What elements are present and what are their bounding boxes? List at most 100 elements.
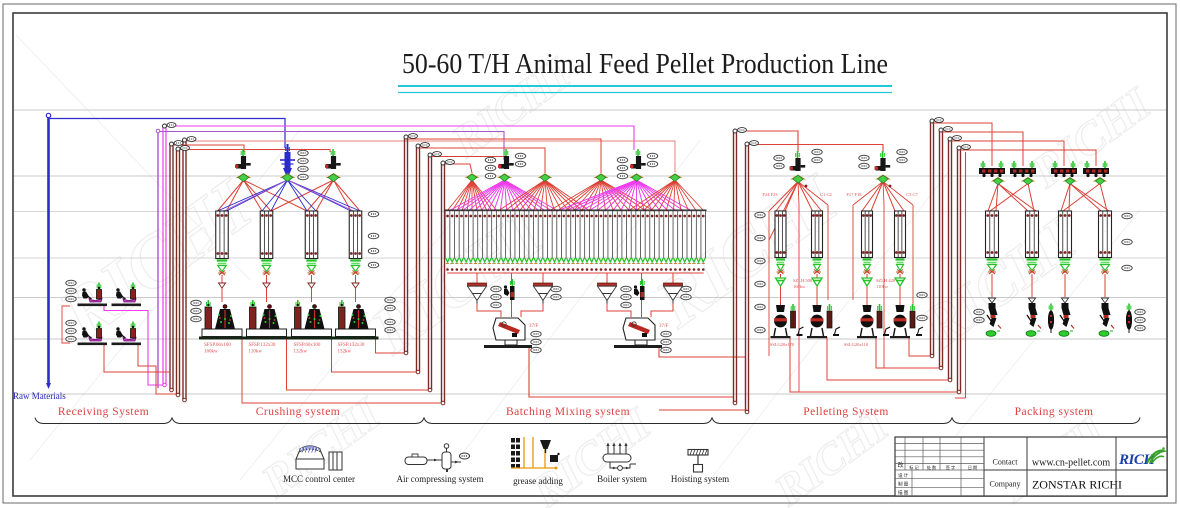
section-label: Receiving System	[58, 406, 149, 418]
machine-part	[120, 295, 126, 300]
section-label: Batching Mixing system	[506, 406, 630, 418]
machine-part	[593, 257, 599, 264]
machine-part	[618, 268, 621, 271]
watermark-text: RICHI	[251, 387, 391, 508]
crushing-mill-power-label: 132kw	[294, 350, 308, 355]
revision-header-cell: 标 记	[909, 464, 919, 471]
revision-header-cell: 签 字	[946, 464, 955, 470]
machine-part	[201, 328, 243, 337]
pipe-segment	[544, 179, 556, 212]
legend-icon-part	[511, 464, 515, 469]
pipe-segment	[540, 179, 546, 212]
pipe-segment	[636, 179, 693, 212]
pipe-segment	[636, 179, 669, 212]
machine-part	[237, 173, 250, 183]
legend-icon-part	[295, 458, 325, 470]
pipe-segment	[455, 179, 505, 212]
machine-part	[204, 306, 212, 330]
machine-part	[511, 214, 514, 218]
pelleting-distributor-label: C5 C7	[906, 192, 918, 197]
machine-part	[362, 319, 365, 321]
machine-part	[427, 152, 433, 158]
legend-icon-part	[404, 456, 428, 465]
pipe-segment	[861, 181, 884, 212]
machine-part	[1013, 173, 1017, 178]
pipe-segment	[600, 179, 623, 212]
legend-label: Hoisting system	[671, 474, 729, 484]
pipe-segment	[286, 336, 428, 391]
legend-icon-part	[626, 466, 630, 470]
machine-part	[220, 252, 224, 255]
machine-part	[262, 314, 265, 316]
pipe-segment	[658, 348, 747, 403]
machine-part	[326, 164, 332, 169]
machine-part	[632, 268, 635, 271]
machine-part	[1028, 303, 1036, 308]
machine-part	[1028, 269, 1036, 275]
machine-part	[502, 268, 505, 271]
machine-part	[821, 327, 825, 337]
pipe-segment	[600, 179, 631, 212]
machine-part	[317, 322, 320, 324]
machine-part	[327, 173, 340, 183]
machine-part	[207, 303, 210, 307]
border-line	[2, 3, 1177, 504]
machine-part	[1021, 173, 1025, 178]
titleblock-part	[1151, 455, 1165, 464]
machine-part	[1067, 214, 1071, 217]
machine-part	[796, 326, 804, 337]
machine-part	[988, 303, 996, 308]
pipe-segment	[137, 345, 177, 395]
machine-part: .	[355, 228, 356, 233]
machine-part	[1047, 310, 1055, 330]
machine-part	[539, 173, 551, 182]
machine-part	[779, 214, 782, 217]
machine-part	[990, 251, 994, 254]
machine-part	[1104, 169, 1108, 173]
pipe-segment	[46, 383, 51, 389]
machine-part	[604, 268, 607, 271]
machine-part	[1063, 315, 1069, 318]
machine-part	[581, 268, 584, 271]
pipe-segment	[287, 179, 317, 212]
machine-part	[1024, 210, 1040, 259]
machine-part	[779, 251, 782, 254]
machine-part	[862, 305, 872, 312]
machine-part	[581, 214, 584, 218]
legend-icon-part	[516, 451, 520, 456]
machine-part	[579, 257, 585, 264]
machine-part	[994, 214, 998, 217]
pipe-segment	[471, 179, 478, 212]
machine-part	[603, 257, 609, 264]
legend-icon-part	[455, 460, 459, 464]
machine-part	[305, 214, 309, 217]
conditioner-label: SZLH.420	[876, 278, 896, 283]
machine-part	[515, 268, 519, 271]
machine-part	[504, 288, 510, 296]
machine-part	[306, 264, 317, 273]
machine-part	[1083, 168, 1109, 174]
machine-part	[215, 210, 229, 260]
machine-part	[229, 319, 231, 321]
machine-part	[308, 270, 315, 276]
machine-part	[455, 268, 459, 271]
machine-part: .	[867, 228, 868, 233]
crushing-mill-label: SFSP.132x30	[249, 343, 276, 348]
machine-part	[644, 257, 650, 264]
machine-part: .	[900, 228, 901, 233]
machine-part	[584, 257, 590, 264]
machine-part: .	[1105, 228, 1106, 233]
machine-part	[697, 214, 700, 218]
pipe-segment	[49, 117, 286, 148]
machine-part	[499, 173, 510, 182]
machine-part	[532, 285, 554, 294]
machine-part	[104, 342, 107, 346]
pipe-segment	[241, 336, 441, 404]
machine-part	[216, 264, 228, 273]
machine-part	[570, 257, 576, 264]
pipe-segment	[600, 179, 647, 212]
machine-part	[994, 251, 998, 254]
pipe-segment	[178, 149, 331, 152]
pipe-segment	[504, 179, 559, 212]
machine-part	[497, 268, 500, 271]
